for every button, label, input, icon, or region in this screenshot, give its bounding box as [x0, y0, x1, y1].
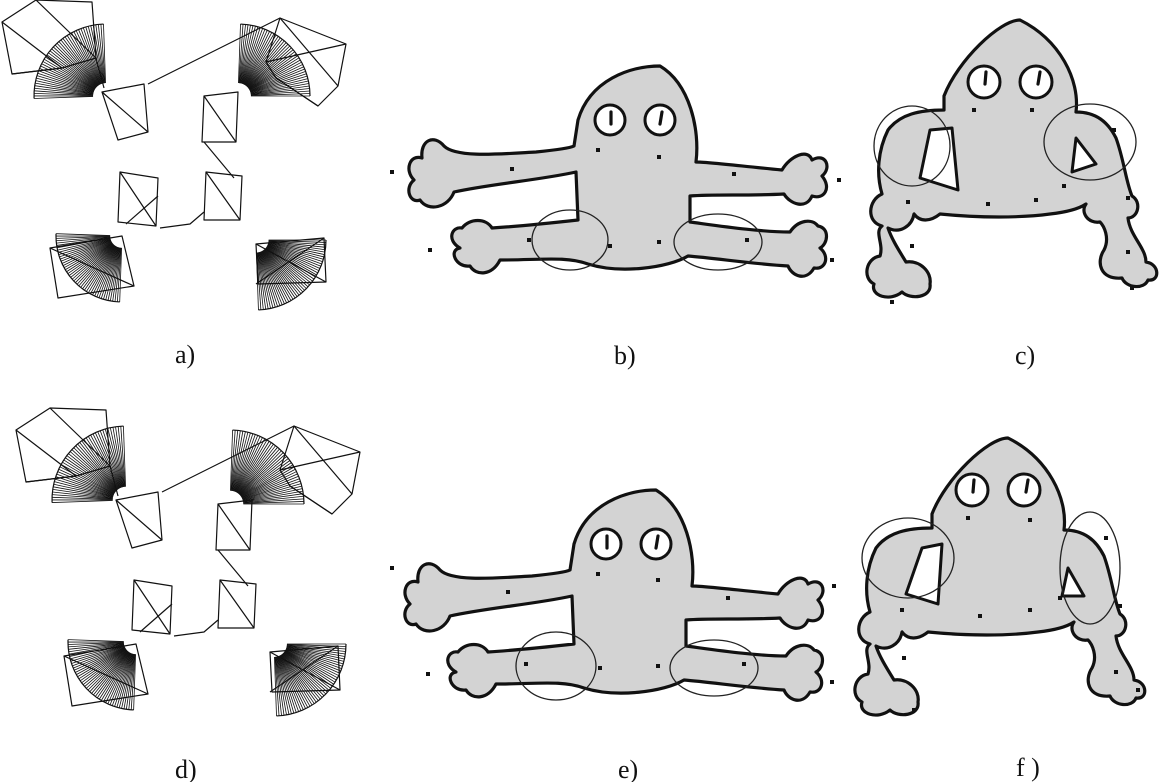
panel-a: a) [1, 0, 347, 369]
mesh-fan [274, 643, 347, 717]
mesh-fan [51, 425, 126, 503]
frog-body [853, 436, 1147, 717]
panel-label-b: b) [614, 341, 636, 370]
frog-spread-b [390, 64, 841, 278]
panel-label-d: d) [175, 755, 197, 782]
panel-b: b) [390, 64, 841, 370]
panel-label-c: c) [1015, 341, 1035, 370]
mesh-skeleton-d [15, 407, 361, 717]
frog-body [403, 488, 825, 702]
panel-d: d) [15, 407, 361, 782]
panel-c: c) [865, 18, 1159, 370]
mesh-fan [238, 23, 311, 97]
mesh-fan [33, 23, 106, 99]
mesh-fan [230, 429, 305, 505]
leg-gap-left [918, 126, 960, 192]
leg-gap-right [1060, 566, 1086, 598]
leg-gap-right [1070, 136, 1098, 174]
panel-label-a: a) [175, 340, 195, 369]
panel-label-e: e) [618, 755, 638, 782]
frog-body [865, 18, 1159, 299]
frog-crouch-c [865, 18, 1159, 304]
mesh-fan [256, 239, 327, 311]
panel-label-f: f ) [1016, 753, 1040, 782]
frog-body [407, 64, 829, 278]
panel-f: f ) [853, 436, 1147, 782]
mesh-skeleton-a [1, 0, 347, 311]
leg-gap-left [904, 542, 944, 606]
mesh-fan [55, 233, 122, 303]
panel-e: e) [390, 488, 836, 782]
mesh-fan [67, 639, 136, 711]
frog-crouch-f [853, 436, 1147, 717]
frog-spread-e [390, 488, 836, 702]
